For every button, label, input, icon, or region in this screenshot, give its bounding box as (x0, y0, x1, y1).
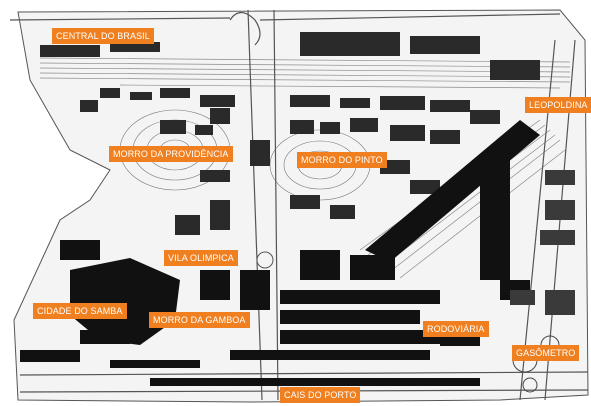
label-morro-do-pinto: MORRO DO PINTO (297, 152, 387, 168)
label-vila-olimpica: VILA OLIMPICA (164, 250, 238, 266)
label-cidade-do-samba: CIDADE DO SAMBA (33, 303, 127, 319)
label-leopoldina: LEOPOLDINA (525, 97, 591, 113)
label-cais-do-porto: CAIS DO PORTO (280, 387, 361, 403)
label-central-do-brasil: CENTRAL DO BRASIL (52, 28, 154, 44)
railway-tracks-north (39, 57, 571, 89)
label-rodoviaria: RODOVIÁRIA (423, 321, 489, 337)
roundabout (256, 251, 274, 269)
buildings-east (510, 170, 575, 315)
label-morro-da-gamboa: MORRO DA GAMBOA (149, 312, 250, 328)
buildings-upper (40, 32, 540, 235)
label-morro-da-providencia: MORRO DA PROVIDÊNCIA (109, 146, 233, 162)
label-gasometro: GASÔMETRO (512, 345, 580, 361)
